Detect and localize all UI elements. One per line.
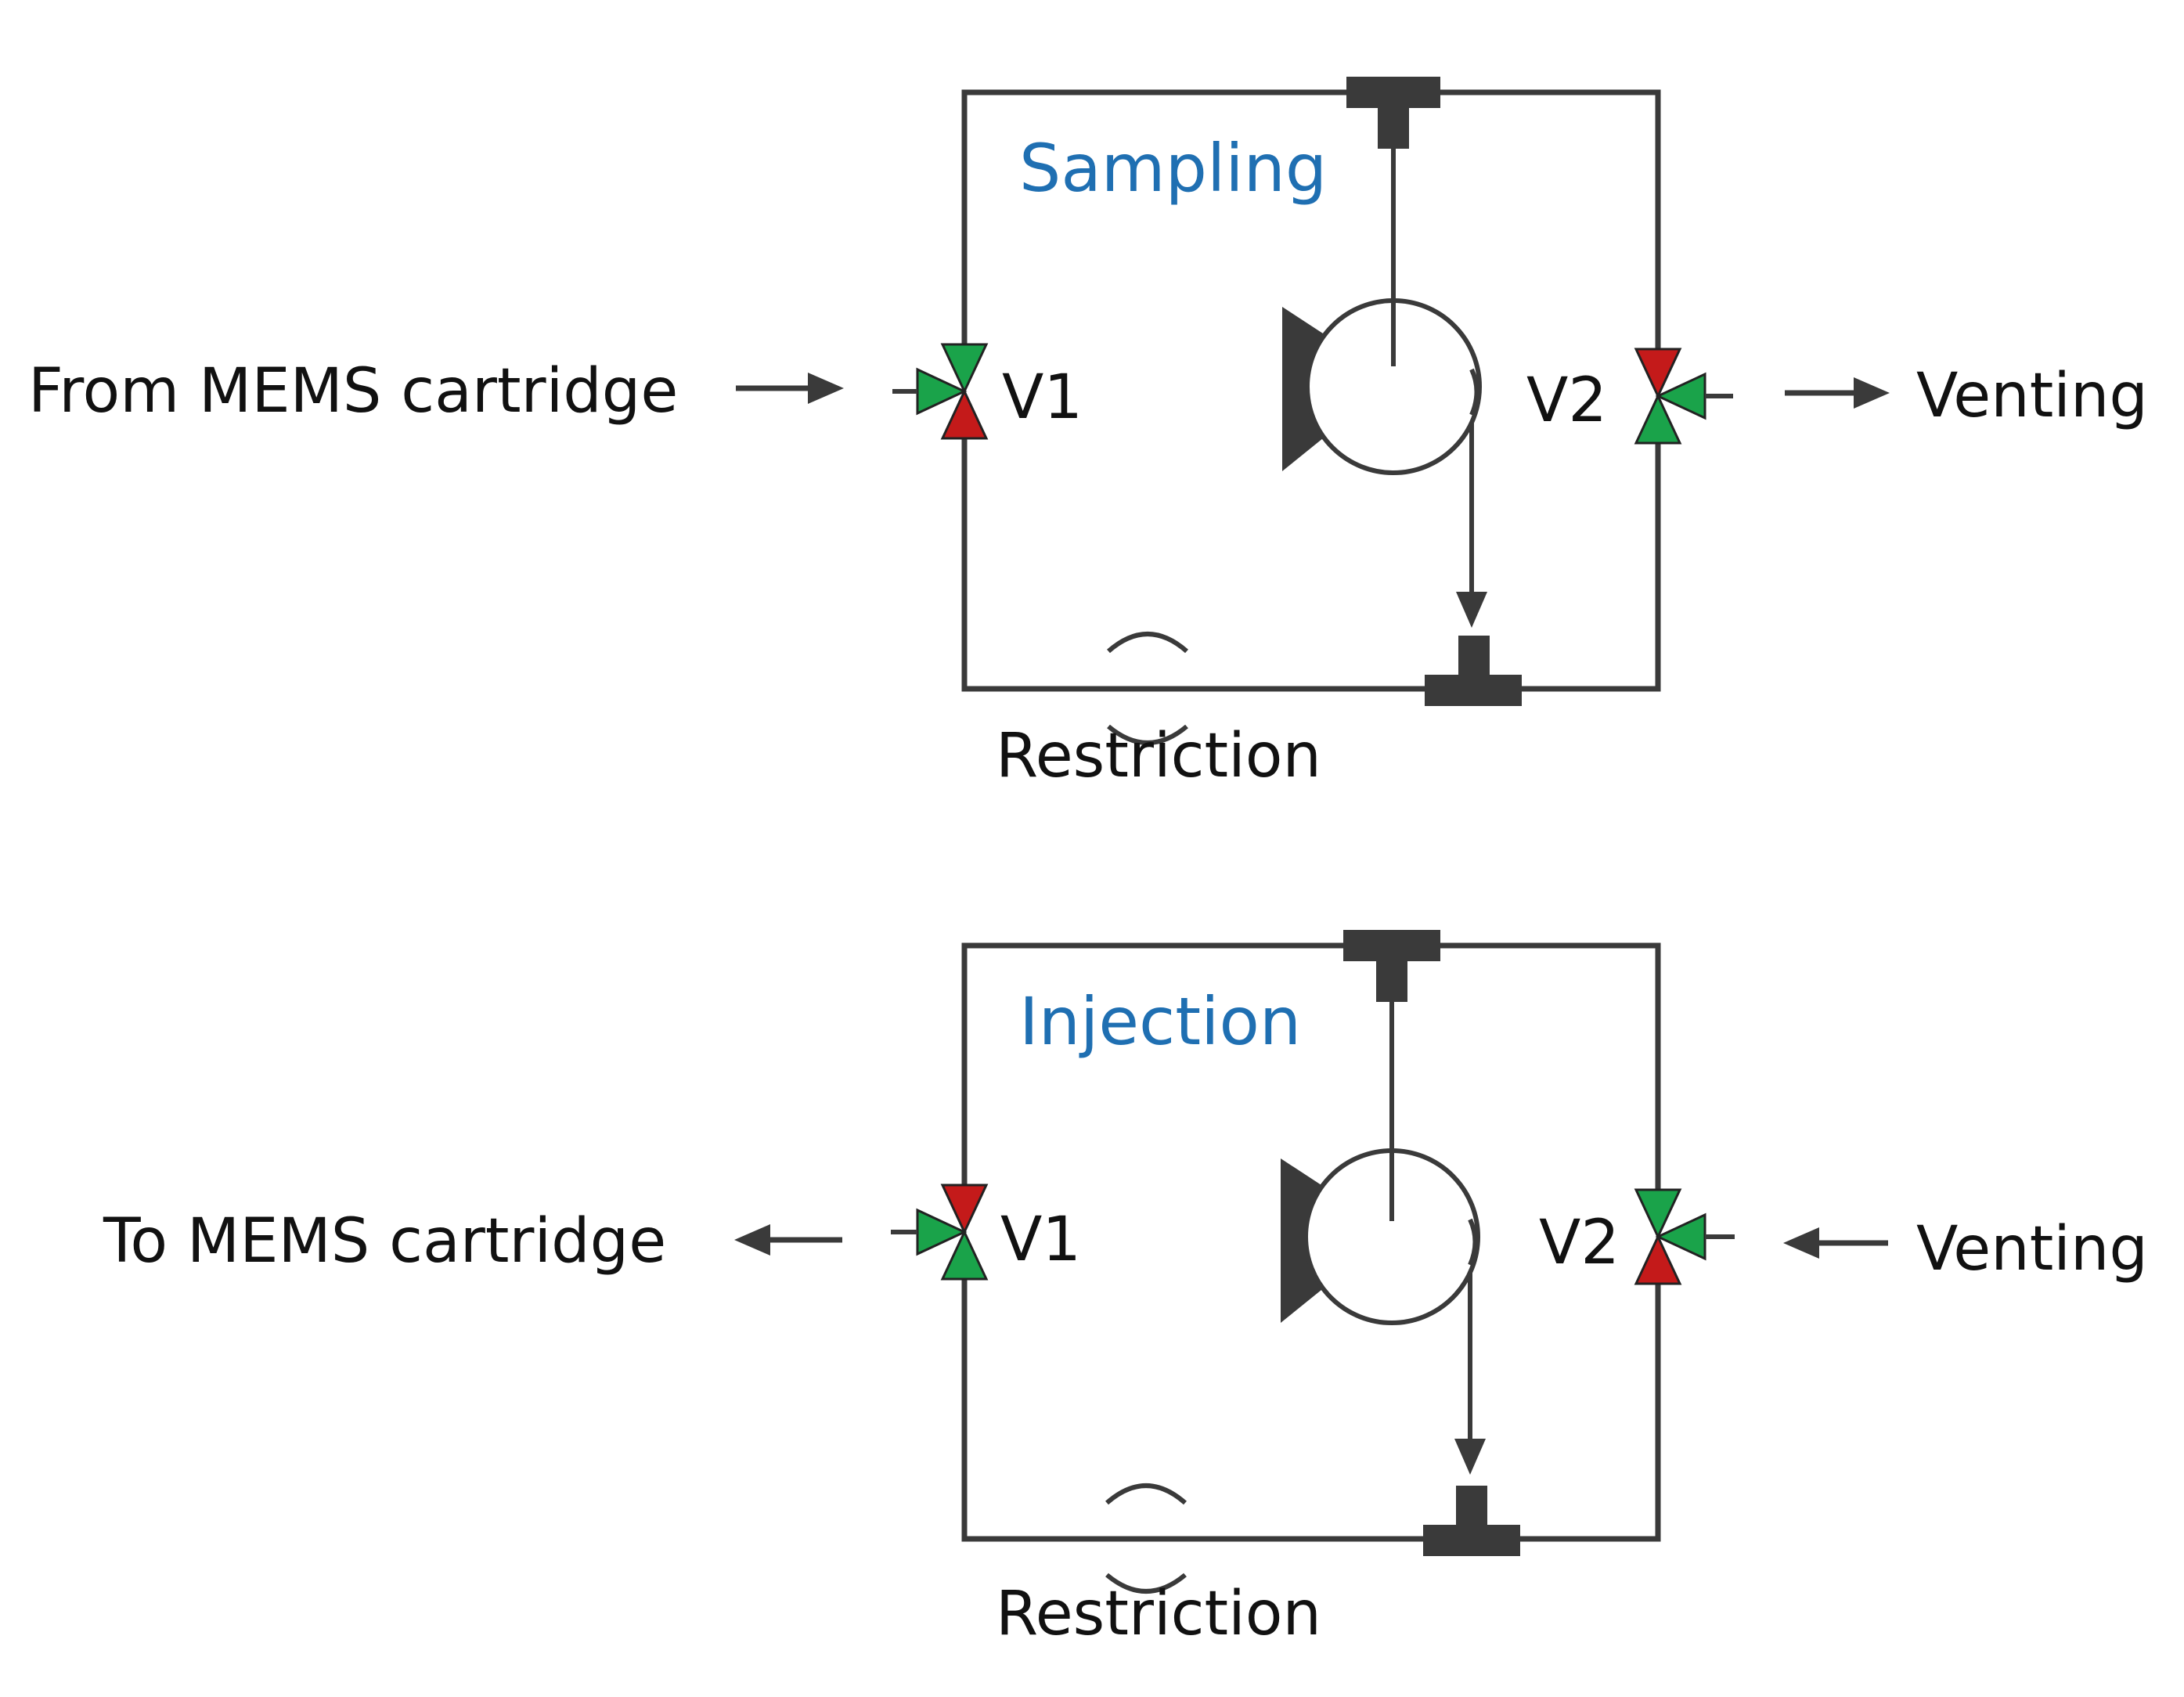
valve-v1-label: V1 xyxy=(1002,362,1083,433)
valve-v2 xyxy=(1634,1188,1735,1285)
valve-v1 xyxy=(891,1184,989,1281)
destination-label: To MEMS cartridge xyxy=(103,1206,666,1277)
valve-v1-top xyxy=(940,343,989,395)
tee-top xyxy=(1346,77,1440,149)
valve-v1-bottom xyxy=(940,388,989,440)
lower-left-line xyxy=(961,1276,1426,1542)
source-label: From MEMS cartridge xyxy=(28,356,678,427)
vent-label: Venting xyxy=(1916,361,2148,431)
valve-v2-label: V2 xyxy=(1539,1208,1620,1278)
restriction-label: Restriction xyxy=(996,1579,1321,1649)
valve-v2 xyxy=(1634,348,1733,445)
lower-left-line xyxy=(961,438,1426,692)
vent-label: Venting xyxy=(1916,1214,2148,1284)
tee-top xyxy=(1343,930,1440,1002)
valve-v2-bottom xyxy=(1634,393,1682,445)
pump-icon xyxy=(1282,298,1482,475)
mode-label: Sampling xyxy=(1019,130,1327,207)
upper-right-line xyxy=(1439,942,1661,1194)
arrow-right-icon xyxy=(1785,377,1890,409)
arrow-left-icon xyxy=(1783,1227,1888,1259)
valve-v1-label: V1 xyxy=(1000,1205,1081,1275)
arrow-down-icon xyxy=(1454,1439,1486,1475)
valve-v2-bottom xyxy=(1634,1234,1682,1285)
panel-injection: Injection To MEMS cartridge V1 V2 Ventin… xyxy=(103,930,2148,1649)
tee-bottom xyxy=(1423,1486,1520,1556)
upper-left-line xyxy=(961,89,1348,360)
lower-right-line xyxy=(1520,438,1661,692)
valve-v1-top xyxy=(940,1184,989,1235)
mode-label: Injection xyxy=(1019,983,1301,1060)
restriction-label: Restriction xyxy=(996,721,1321,791)
restriction-icon xyxy=(1105,1483,1187,1594)
panel-sampling: Sampling From MEMS cartridge V1 V2 Venti… xyxy=(28,77,2148,791)
arrow-down-icon xyxy=(1456,592,1487,628)
valve-v2-top xyxy=(1634,1188,1682,1240)
tee-bottom xyxy=(1425,636,1522,706)
pump-icon xyxy=(1281,1148,1480,1325)
valve-v2-top xyxy=(1634,348,1682,399)
valve-v2-label: V2 xyxy=(1526,366,1607,436)
lower-right-line xyxy=(1520,1282,1661,1542)
valve-v1 xyxy=(892,343,989,440)
upper-left-line xyxy=(961,942,1348,1190)
upper-right-line xyxy=(1439,89,1661,354)
arrow-right-icon xyxy=(736,373,844,404)
loop-lines xyxy=(961,942,1661,1542)
arrow-left-icon xyxy=(734,1224,842,1256)
valve-v1-bottom xyxy=(940,1229,989,1281)
restriction-icon xyxy=(1107,632,1188,745)
